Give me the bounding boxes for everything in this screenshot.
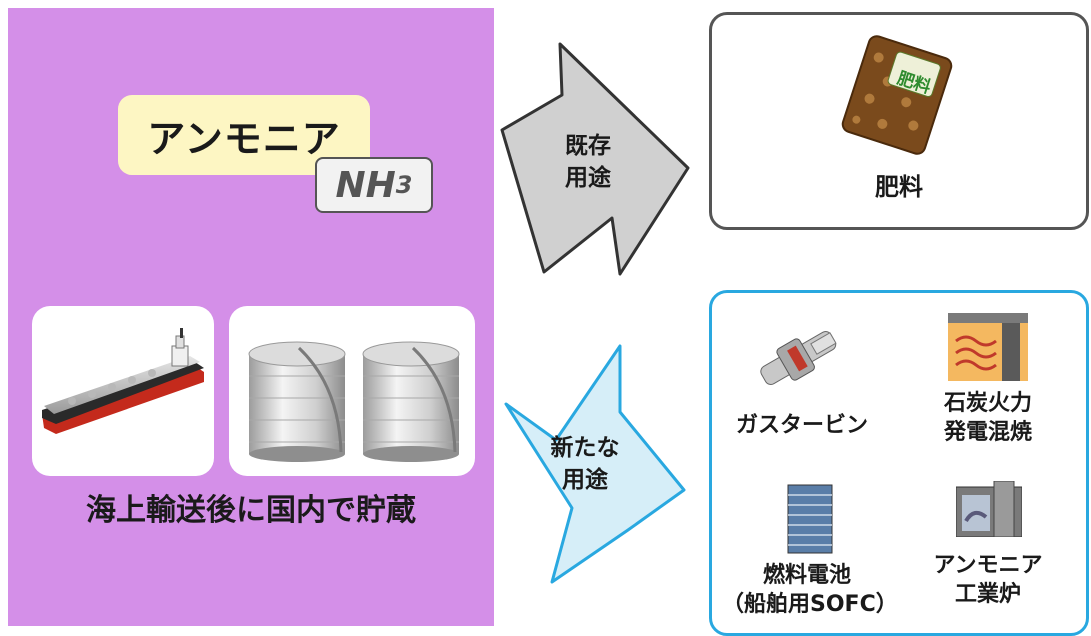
existing-use-arrow [500,42,690,276]
gas-turbine-icon [760,331,837,385]
industrial-furnace-line2: 工業炉 [954,582,1021,607]
new-use-box: ガスタービン 石炭火力 発電混焼 燃料電池 （船舶用SOFC） アンモニア 工業 [709,290,1089,636]
new-use-arrow [504,344,686,584]
boiler-icon [948,313,1028,381]
coal-cofiring-line1: 石炭火力 [943,391,1032,416]
new-use-label: 新たな 用途 [540,432,630,496]
coal-cofiring-line2: 発電混焼 [943,420,1032,445]
storage-caption: 海上輸送後に国内で貯蔵 [86,493,416,528]
formula-main: NH [335,164,396,206]
fertilizer-bag-icon: 肥料 [841,35,953,155]
fuel-cell-line2: （船舶用SOFC） [722,592,898,617]
industrial-furnace-label: アンモニア 工業炉 [908,551,1068,609]
industrial-furnace-icon [956,481,1022,537]
gas-turbine-line1: ガスタービン [735,413,868,438]
existing-use-box: 肥料 肥料 [709,12,1089,230]
existing-use-label: 既存 用途 [548,130,628,194]
fertilizer-label: 肥料 [875,173,923,201]
tanker-ship-image [32,306,214,476]
existing-use-line1: 既存 [565,133,611,159]
existing-use-line2: 用途 [565,165,611,191]
new-use-line1: 新たな [550,435,620,461]
storage-tanks-image [229,306,475,476]
fuel-cell-icon [787,484,833,554]
coal-cofiring-label: 石炭火力 発電混焼 [908,389,1068,447]
formula-subscript: 3 [395,171,413,199]
gas-turbine-label: ガスタービン [722,411,882,440]
fuel-cell-label: 燃料電池 （船舶用SOFC） [722,561,898,619]
new-use-line2: 用途 [562,467,608,493]
fuel-cell-line1: 燃料電池 [762,563,851,588]
industrial-furnace-line1: アンモニア [933,553,1043,578]
